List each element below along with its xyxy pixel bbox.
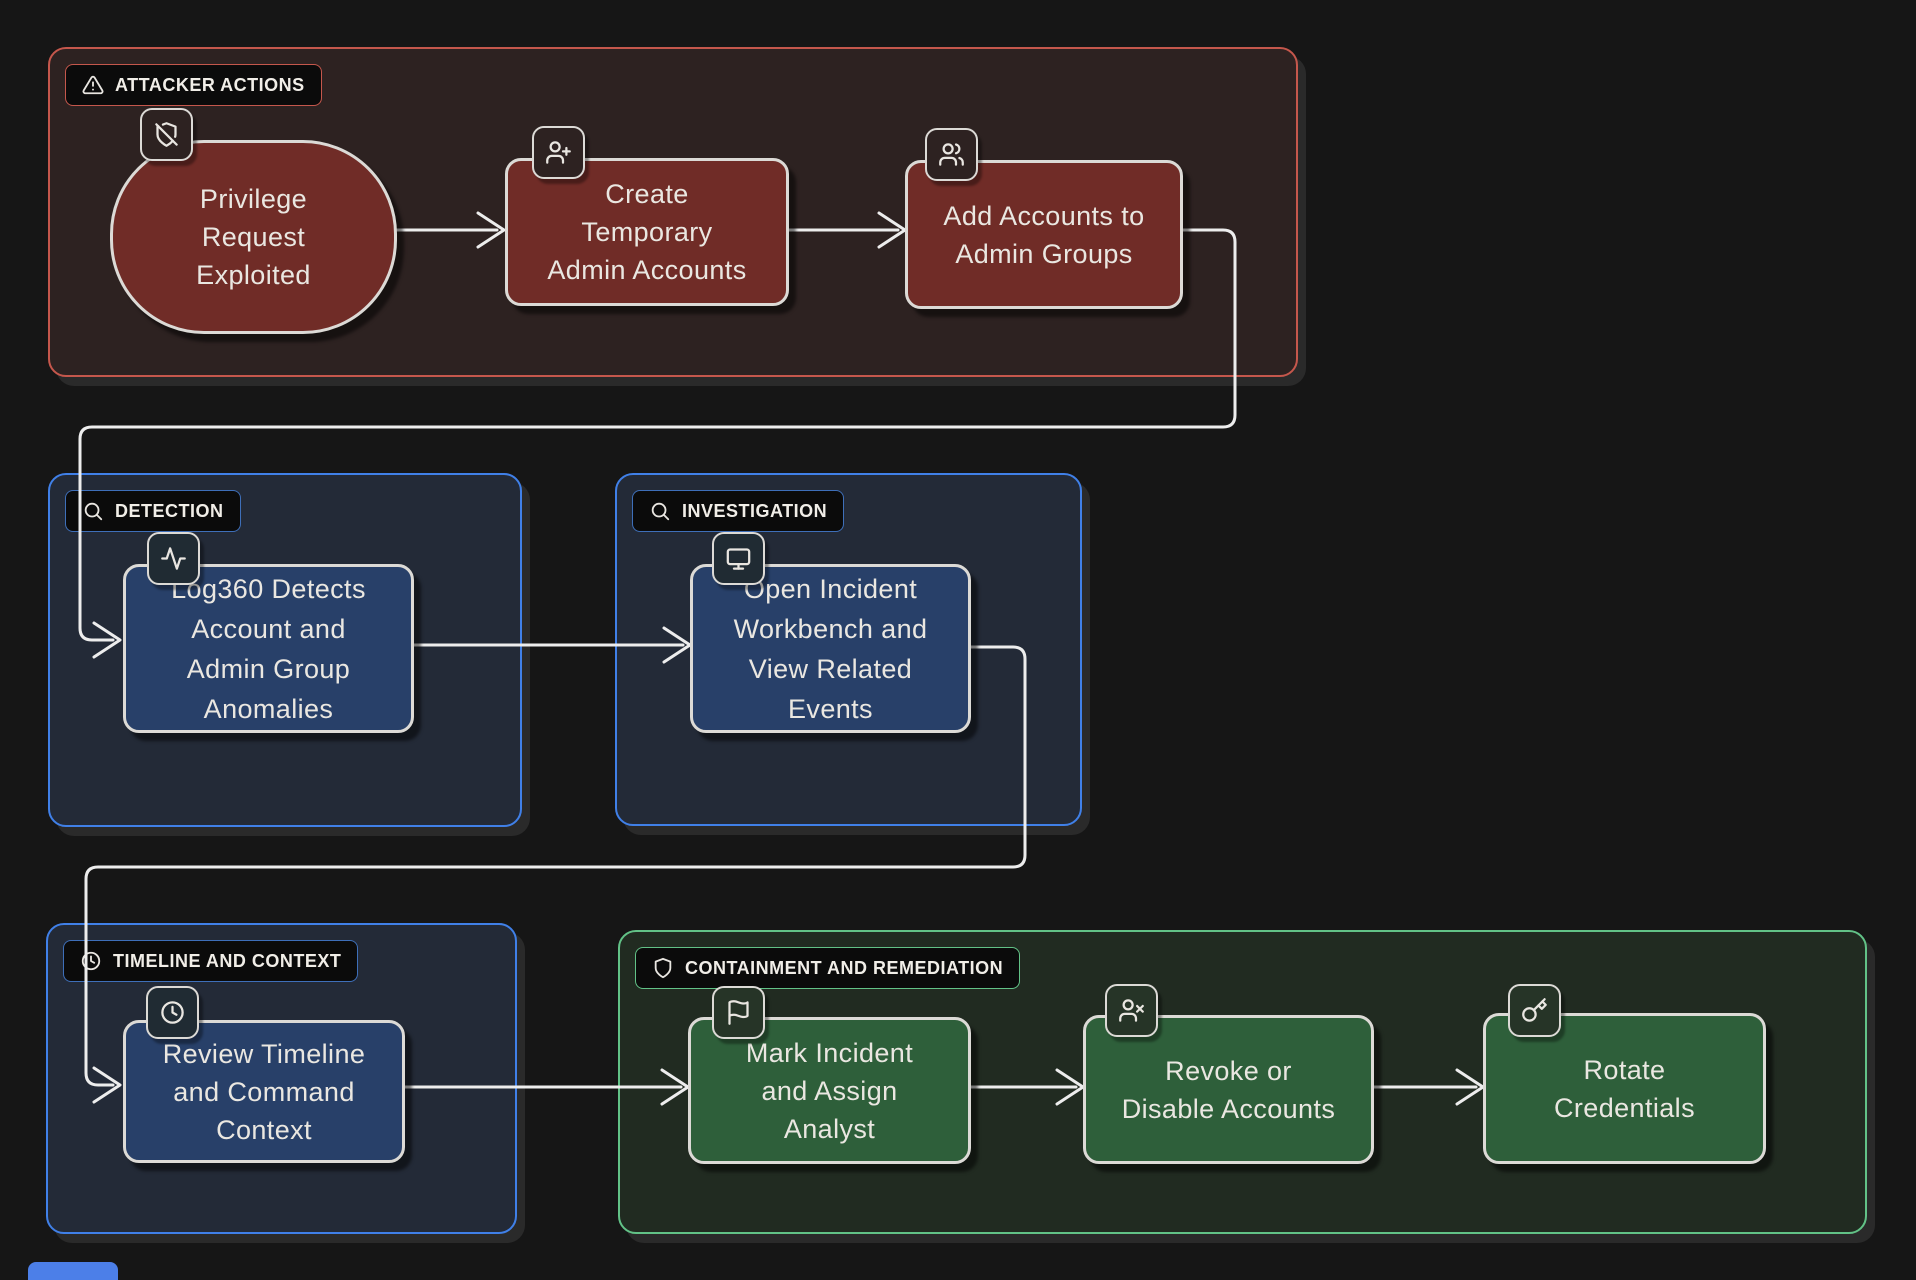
section-label-attacker-actions: ATTACKER ACTIONS bbox=[65, 64, 322, 106]
node-text-line: Workbench and bbox=[733, 613, 928, 644]
node-open-incident-workbench: Open Incident Workbench and View Related… bbox=[690, 564, 971, 733]
activity-icon bbox=[147, 532, 200, 585]
node-text-line: Admin Groups bbox=[955, 238, 1133, 269]
section-label-containment-and-remediation: CONTAINMENT AND REMEDIATION bbox=[635, 947, 1021, 989]
node-text-line: and Assign bbox=[761, 1075, 898, 1106]
node-text-line: Add Accounts to bbox=[943, 200, 1145, 231]
node-create-temporary-admin-accounts: Create Temporary Admin Accounts bbox=[505, 158, 789, 306]
user-x-icon bbox=[1119, 999, 1144, 1022]
arrowhead bbox=[92, 1066, 122, 1104]
key-icon bbox=[1508, 984, 1561, 1037]
section-label-text: ATTACKER ACTIONS bbox=[115, 74, 305, 95]
flag-icon bbox=[728, 1000, 749, 1025]
partial-blue-badge bbox=[28, 1262, 118, 1280]
clock-icon bbox=[146, 986, 199, 1039]
node-text-line: Admin Accounts bbox=[547, 255, 747, 285]
node-text-line: Mark Incident bbox=[745, 1037, 914, 1068]
flag-icon bbox=[712, 986, 765, 1039]
node-text-line: Analyst bbox=[783, 1113, 876, 1144]
users-icon bbox=[925, 128, 978, 181]
users-icon bbox=[939, 143, 964, 166]
monitor-icon bbox=[726, 548, 751, 570]
node-text-line: Anomalies bbox=[203, 693, 334, 724]
user-x-icon bbox=[1105, 984, 1158, 1037]
node-text-line: and Command bbox=[173, 1076, 355, 1107]
key-icon bbox=[1522, 998, 1547, 1022]
activity-icon bbox=[161, 547, 186, 570]
node-text-line: Revoke or bbox=[1165, 1055, 1292, 1086]
search-icon bbox=[84, 502, 103, 521]
node-text-line: Disable Accounts bbox=[1121, 1093, 1336, 1124]
alert-triangle-icon bbox=[82, 75, 104, 95]
node-text-line: Account and bbox=[191, 613, 346, 644]
user-plus-icon bbox=[546, 141, 571, 164]
node-privilege-request-exploited: Privilege Request Exploited bbox=[110, 140, 397, 334]
section-label-detection: DETECTION bbox=[65, 490, 241, 532]
section-label-text: DETECTION bbox=[115, 500, 224, 521]
node-text-line: Log360 Detects bbox=[171, 573, 366, 604]
node-revoke-or-disable-accounts: Revoke or Disable Accounts bbox=[1083, 1015, 1374, 1164]
clock-icon bbox=[81, 951, 101, 971]
section-label-timeline-and-context: TIMELINE AND CONTEXT bbox=[63, 940, 359, 982]
node-text-line: Context bbox=[216, 1114, 312, 1145]
arrowhead bbox=[92, 621, 122, 659]
node-text-line: Privilege bbox=[199, 184, 308, 214]
monitor-icon bbox=[712, 532, 765, 585]
node-rotate-credentials: Rotate Credentials bbox=[1483, 1013, 1766, 1164]
arrowhead bbox=[476, 211, 506, 249]
node-text-line: Open Incident bbox=[743, 573, 918, 604]
edge-add-to-log360 bbox=[78, 228, 1237, 642]
node-mark-incident-and-assign-analyst: Mark Incident and Assign Analyst bbox=[688, 1017, 971, 1164]
section-label-text: CONTAINMENT AND REMEDIATION bbox=[685, 957, 1004, 978]
node-add-accounts-to-admin-groups: Add Accounts to Admin Groups bbox=[905, 160, 1183, 309]
edge-workbench-to-review bbox=[84, 645, 1027, 1087]
section-label-text: INVESTIGATION bbox=[682, 500, 828, 521]
shield-icon bbox=[654, 957, 672, 979]
node-text-line: Create bbox=[605, 179, 689, 209]
node-text-line: Events bbox=[788, 693, 873, 724]
node-text-line: Admin Group bbox=[186, 653, 351, 684]
shield-off-icon bbox=[140, 108, 193, 161]
node-review-timeline-and-command-context: Review Timeline and Command Context bbox=[123, 1020, 405, 1163]
node-text-line: Request bbox=[201, 222, 306, 252]
node-text-line: View Related bbox=[748, 653, 913, 684]
node-text-line: Review Timeline bbox=[162, 1038, 366, 1069]
search-icon bbox=[651, 502, 670, 521]
section-label-investigation: INVESTIGATION bbox=[632, 490, 845, 532]
node-text-line: Credentials bbox=[1554, 1092, 1695, 1123]
node-text-line: Exploited bbox=[196, 260, 311, 290]
node-log360-detects-anomalies: Log360 Detects Account and Admin Group A… bbox=[123, 564, 414, 733]
node-text-line: Temporary bbox=[581, 217, 713, 247]
section-label-text: TIMELINE AND CONTEXT bbox=[113, 950, 342, 971]
shield-off-icon bbox=[155, 122, 178, 147]
user-plus-icon bbox=[532, 126, 585, 179]
node-text-line: Rotate bbox=[1583, 1054, 1666, 1085]
clock-icon bbox=[161, 1001, 184, 1024]
